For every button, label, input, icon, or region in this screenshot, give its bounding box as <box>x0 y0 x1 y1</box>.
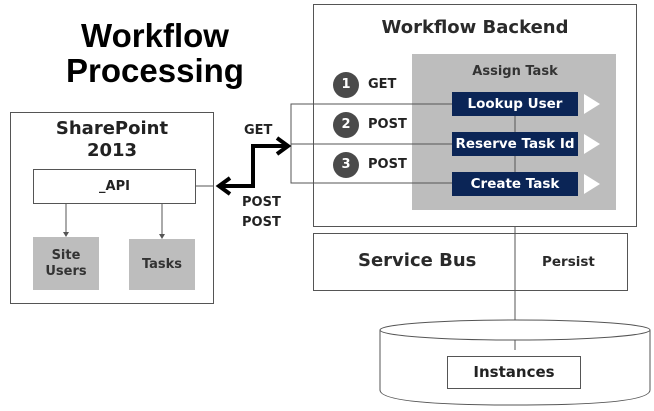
arrowhead-left <box>215 176 232 196</box>
diagram-title-line1: Workflow <box>81 17 229 54</box>
api-to-users-arrowhead <box>63 232 69 237</box>
tasks-box: Tasks <box>129 239 195 290</box>
reserve-task-id-action: Reserve Task Id <box>452 132 578 156</box>
api-to-tasks-arrowhead <box>159 234 165 239</box>
step-3-method: POST <box>368 157 407 172</box>
lookup-user-action: Lookup User <box>452 92 578 116</box>
tasks-label: Tasks <box>141 257 183 272</box>
post-label-2: POST <box>242 215 281 230</box>
site-users-box: Site Users <box>33 237 99 290</box>
get-label: GET <box>244 123 273 138</box>
reserve-task-id-play-icon <box>584 134 600 154</box>
post-label-1: POST <box>242 195 281 210</box>
site-users-line2: Users <box>45 263 87 279</box>
step-2-method: POST <box>368 117 407 132</box>
assign-task-label: Assign Task <box>472 64 558 79</box>
diagram-title-line2: Processing <box>66 52 244 89</box>
create-task-action: Create Task <box>452 172 578 196</box>
api-box: _API <box>33 169 196 204</box>
persist-label: Persist <box>542 254 595 270</box>
arrowhead-right <box>275 136 292 156</box>
service-bus-box <box>313 233 628 291</box>
sharepoint-title-line1: SharePoint <box>55 118 169 139</box>
workflow-backend-title: Workflow Backend <box>381 17 569 38</box>
database-top <box>379 319 651 341</box>
step-1-badge: 1 <box>333 72 359 98</box>
api-label: _API <box>99 179 130 194</box>
sharepoint-title: SharePoint 2013 <box>10 118 214 162</box>
bidirectional-arrow <box>220 144 288 188</box>
step-2-badge: 2 <box>333 112 359 138</box>
lookup-user-play-icon <box>584 94 600 114</box>
instances-box: Instances <box>447 356 581 389</box>
sharepoint-title-line2: 2013 <box>86 140 138 161</box>
site-users-line1: Site <box>51 247 81 263</box>
step-1-method: GET <box>368 77 397 92</box>
diagram-title: Workflow Processing <box>40 18 270 88</box>
instances-label: Instances <box>473 363 555 381</box>
create-task-play-icon <box>584 174 600 194</box>
step-3-badge: 3 <box>333 152 359 178</box>
service-bus-label: Service Bus <box>358 250 477 271</box>
